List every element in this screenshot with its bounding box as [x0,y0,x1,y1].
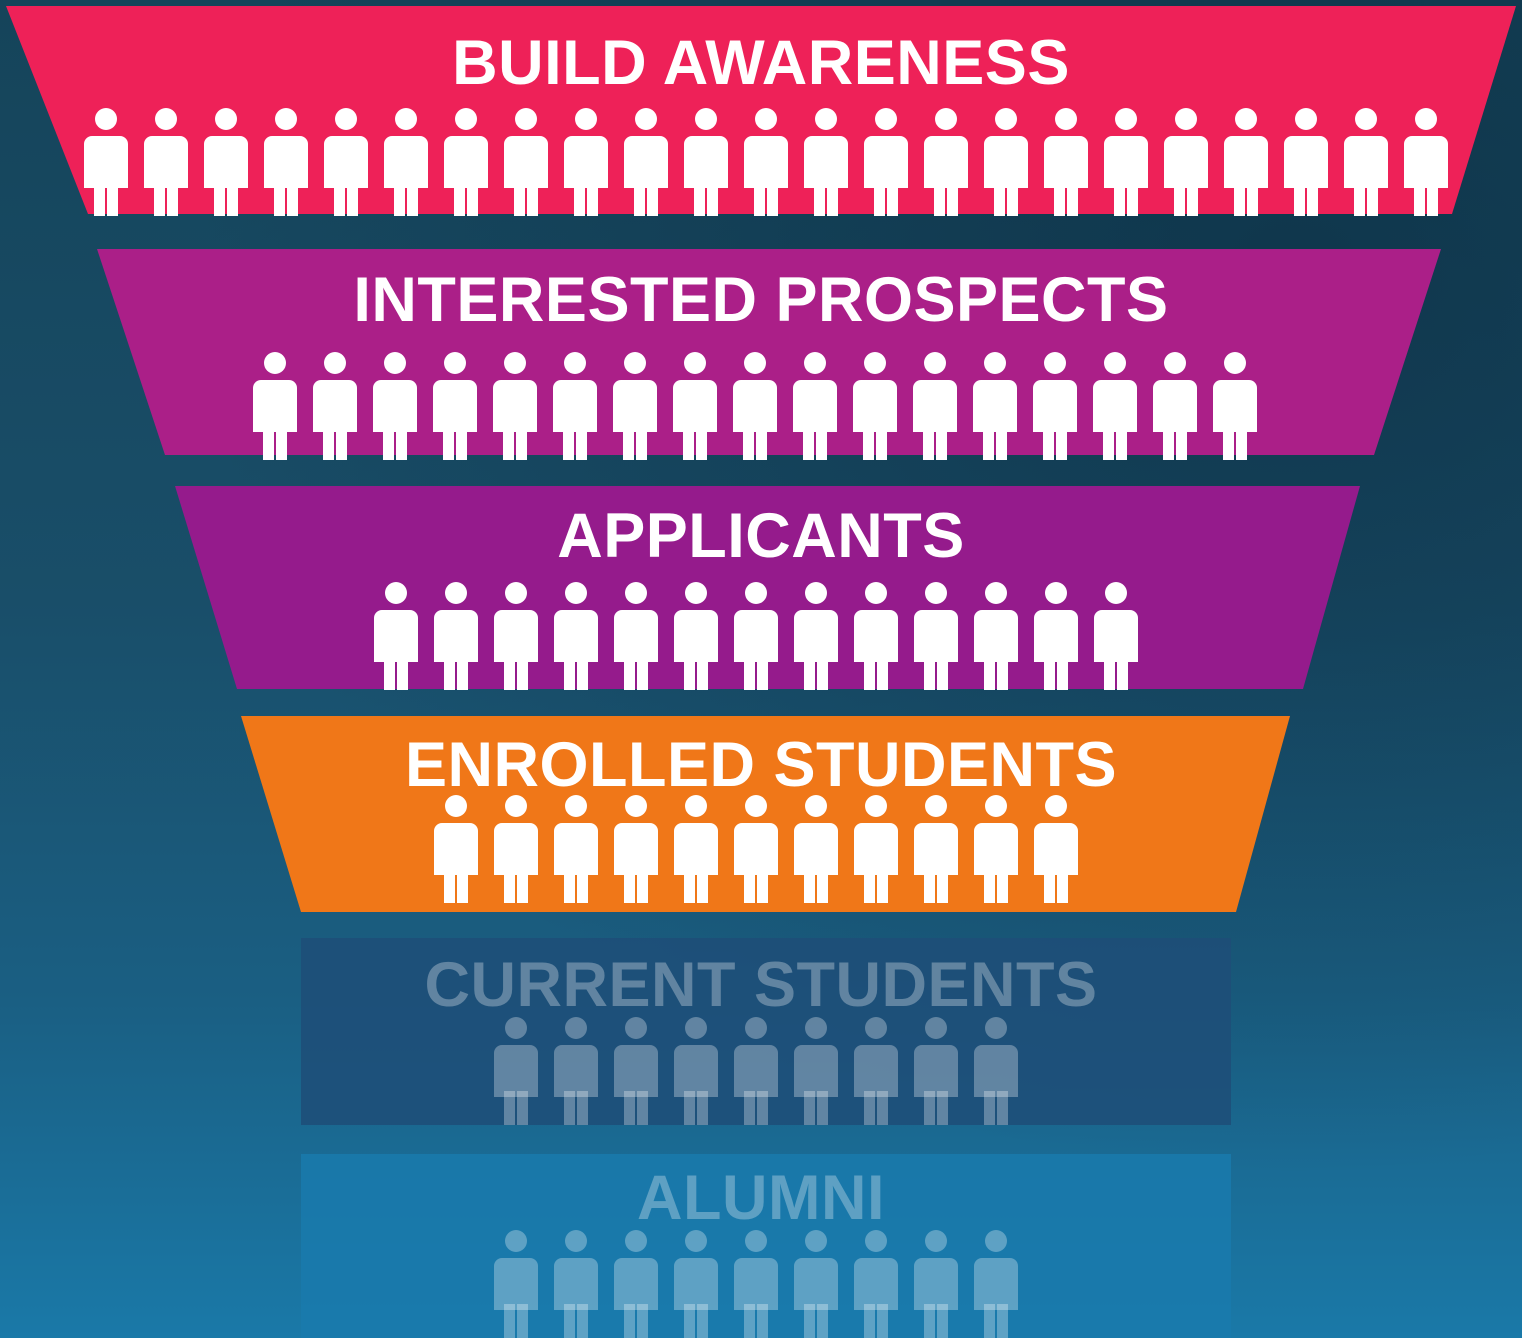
person-icon [253,352,297,460]
person-icon [914,582,958,690]
person-icon [974,1017,1018,1125]
person-icon [494,1017,538,1125]
person-icon [1404,108,1448,216]
person-icon [793,352,837,460]
person-icon [613,352,657,460]
person-icon [684,108,728,216]
person-icon [84,108,128,216]
stage-label-interested-prospects: INTERESTED PROSPECTS [353,265,1169,335]
person-icon [734,1230,778,1338]
person-icon [614,795,658,903]
person-icon [1093,352,1137,460]
people-row-current-students [494,1017,1018,1125]
band-current-students [301,938,1231,1125]
person-icon [554,795,598,903]
person-icon [554,1017,598,1125]
person-icon [433,352,477,460]
person-icon [734,795,778,903]
person-icon [313,352,357,460]
person-icon [504,108,548,216]
person-icon [734,1017,778,1125]
person-icon [554,1230,598,1338]
person-icon [1033,352,1077,460]
person-icon [924,108,968,216]
person-icon [1044,108,1088,216]
stage-label-alumni: ALUMNI [637,1163,885,1233]
person-icon [854,795,898,903]
people-row-applicants [374,582,1138,690]
person-icon [854,582,898,690]
person-icon [553,352,597,460]
person-icon [1153,352,1197,460]
person-icon [674,1017,718,1125]
person-icon [624,108,668,216]
stage-label-build-awareness: BUILD AWARENESS [452,28,1070,98]
person-icon [864,108,908,216]
person-icon [1213,352,1257,460]
person-icon [674,795,718,903]
person-icon [674,1230,718,1338]
person-icon [674,582,718,690]
person-icon [673,352,717,460]
person-icon [914,795,958,903]
person-icon [614,1230,658,1338]
stage-label-current-students: CURRENT STUDENTS [424,950,1098,1020]
person-icon [614,582,658,690]
person-icon [734,582,778,690]
person-icon [974,795,1018,903]
person-icon [914,1017,958,1125]
person-icon [794,795,838,903]
stage-label-enrolled-students: ENROLLED STUDENTS [404,730,1118,800]
person-icon [794,582,838,690]
stage-label-applicants: APPLICANTS [557,501,965,571]
person-icon [1104,108,1148,216]
person-icon [384,108,428,216]
band-alumni [301,1154,1231,1338]
person-icon [853,352,897,460]
person-icon [733,352,777,460]
people-row-interested-prospects [253,352,1257,460]
person-icon [1344,108,1388,216]
person-icon [494,582,538,690]
person-icon [494,795,538,903]
person-icon [794,1230,838,1338]
person-icon [434,795,478,903]
person-icon [144,108,188,216]
person-icon [444,108,488,216]
person-icon [434,582,478,690]
people-row-enrolled-students [434,795,1078,903]
person-icon [913,352,957,460]
person-icon [264,108,308,216]
person-icon [744,108,788,216]
person-icon [554,582,598,690]
person-icon [374,582,418,690]
people-row-build-awareness [84,108,1448,216]
person-icon [1094,582,1138,690]
person-icon [1284,108,1328,216]
person-icon [614,1017,658,1125]
person-icon [854,1017,898,1125]
person-icon [204,108,248,216]
people-row-alumni [494,1230,1018,1338]
person-icon [1034,795,1078,903]
person-icon [984,108,1028,216]
person-icon [854,1230,898,1338]
person-icon [974,1230,1018,1338]
person-icon [373,352,417,460]
person-icon [974,582,1018,690]
person-icon [973,352,1017,460]
person-icon [324,108,368,216]
person-icon [564,108,608,216]
person-icon [794,1017,838,1125]
person-icon [493,352,537,460]
person-icon [804,108,848,216]
person-icon [494,1230,538,1338]
person-icon [1164,108,1208,216]
person-icon [1224,108,1268,216]
person-icon [1034,582,1078,690]
person-icon [914,1230,958,1338]
